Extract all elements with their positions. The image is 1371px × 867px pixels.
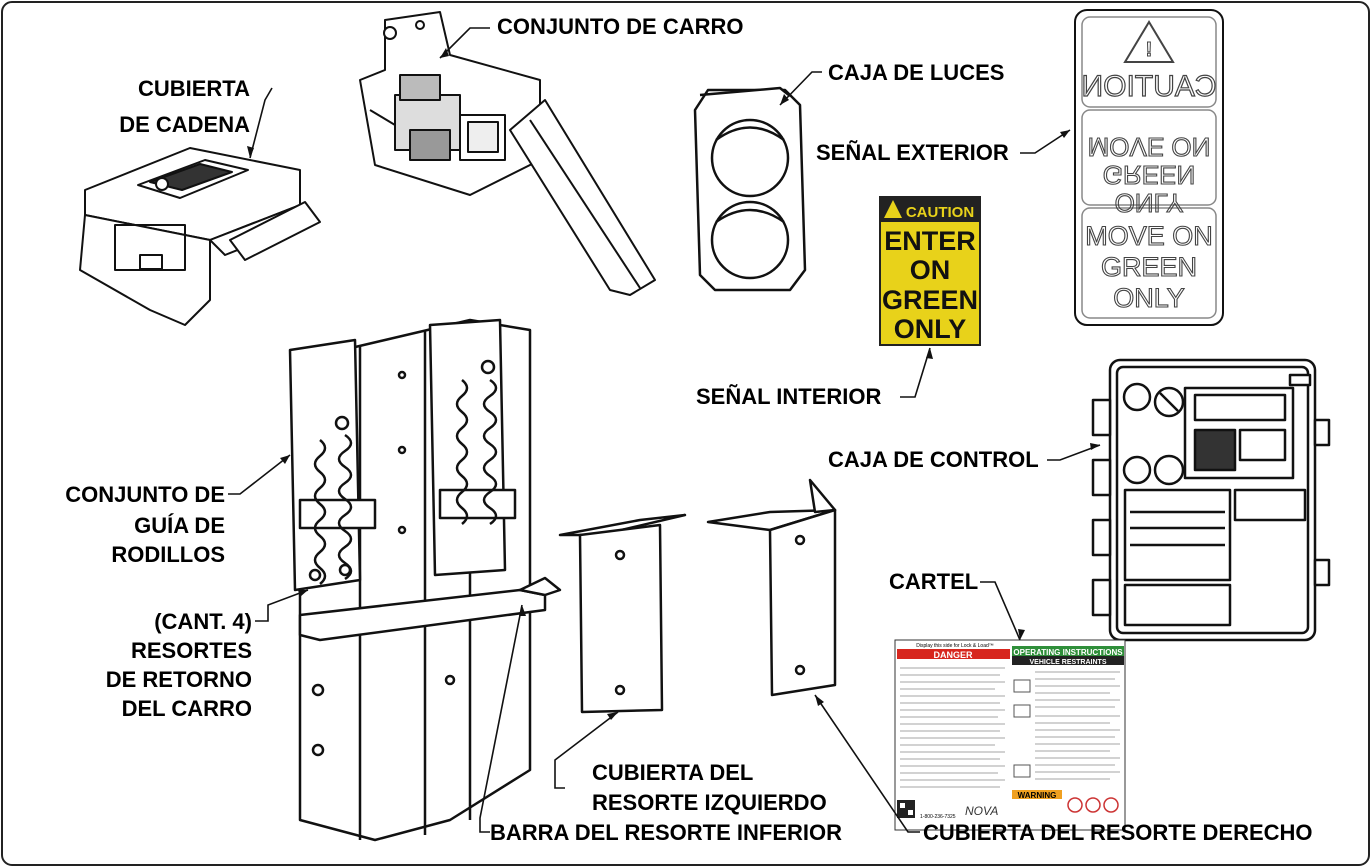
label-caja-de-luces: CAJA DE LUCES <box>828 60 1005 85</box>
chain-cover-drawing <box>79 147 321 326</box>
placard-danger: DANGER <box>933 650 973 660</box>
leader-conjunto-de-carro <box>439 27 490 59</box>
label-resortes-line1: (CANT. 4) <box>154 609 252 634</box>
label-resortes-line3: DE RETORNO <box>105 667 252 692</box>
leader-cubierta-der <box>814 694 920 833</box>
carriage-assembly-drawing <box>359 11 656 296</box>
interior-sign-line-4: ONLY <box>894 314 967 344</box>
placard: Display this side for Lock & Load™ DANGE… <box>894 639 1126 831</box>
leader-caja-de-control <box>1047 444 1101 461</box>
interior-sign-header: CAUTION <box>906 204 974 221</box>
exterior-sign: ! CAUTION MOVE ON GREEN ONLY MOVE ON GRE… <box>1074 9 1224 326</box>
leader-senal-interior <box>900 347 931 398</box>
label-cubierta-izq-line2: RESORTE IZQUIERDO <box>592 790 827 815</box>
exterior-sign-top-text: CAUTION <box>1082 70 1217 103</box>
placard-brand: NOVA <box>965 804 998 818</box>
placard-warning: WARNING <box>1018 791 1057 800</box>
label-conjunto-de-carro: CONJUNTO DE CARRO <box>497 14 744 39</box>
exterior-sign-middle-line-2: GREEN <box>1103 160 1195 190</box>
label-conjunto-guia-line3: RODILLOS <box>111 542 225 567</box>
label-barra-inferior: BARRA DEL RESORTE INFERIOR <box>490 820 843 845</box>
light-box-drawing <box>693 86 807 292</box>
placard-top-note: Display this side for Lock & Load™ <box>916 643 994 649</box>
leader-lines <box>228 27 1101 833</box>
label-conjunto-guia-line2: GUÍA DE <box>134 513 225 538</box>
label-caja-de-control: CAJA DE CONTROL <box>828 447 1039 472</box>
label-cubierta-der: CUBIERTA DEL RESORTE DERECHO <box>923 820 1313 845</box>
label-conjunto-guia-line1: CONJUNTO DE <box>65 482 225 507</box>
leader-arrowheads <box>247 48 1100 720</box>
label-senal-interior: SEÑAL INTERIOR <box>696 384 882 409</box>
exterior-sign-bottom-line-2: GREEN <box>1101 252 1197 282</box>
exterior-sign-middle-line-1: MOVE ON <box>1088 132 1211 162</box>
exterior-sign-middle-line-3: ONLY <box>1115 188 1184 218</box>
label-resortes-line2: RESORTES <box>130 638 252 663</box>
leader-barra-inferior <box>479 604 523 833</box>
control-box-drawing <box>1091 358 1331 642</box>
leader-senal-exterior <box>1020 129 1071 154</box>
interior-sign-line-3: GREEN <box>882 285 978 315</box>
leader-cartel <box>980 581 1021 641</box>
leader-cubierta-izq <box>554 711 619 789</box>
interior-sign-line-1: ENTER <box>884 226 976 256</box>
label-senal-exterior: SEÑAL EXTERIOR <box>816 140 1009 165</box>
svg-text:!: ! <box>1146 39 1153 61</box>
placard-phone: 1-800-236-7325 <box>920 814 956 820</box>
exterior-sign-bottom-line-1: MOVE ON <box>1085 221 1213 251</box>
placard-vehicle: VEHICLE RESTRAINTS <box>1029 659 1106 666</box>
interior-sign-line-2: ON <box>910 255 951 285</box>
roller-guide-drawing <box>288 318 562 842</box>
label-resortes-line4: DEL CARRO <box>121 696 252 721</box>
label-cartel: CARTEL <box>889 569 979 594</box>
label-cubierta-izq-line1: CUBIERTA DEL <box>592 760 754 785</box>
right-spring-cover-drawing <box>706 478 837 697</box>
interior-sign: CAUTION ENTER ON GREEN ONLY <box>879 196 981 346</box>
label-cubierta-de-cadena-line2: DE CADENA <box>119 112 250 137</box>
leader-cubierta-de-cadena <box>249 87 273 159</box>
leader-resortes <box>255 589 309 622</box>
left-spring-cover-drawing <box>558 513 687 714</box>
leader-conjunto-guia <box>228 454 291 495</box>
placard-operating: OPERATING INSTRUCTIONS <box>1013 648 1123 657</box>
leader-caja-de-luces <box>779 71 822 106</box>
exterior-sign-bottom-line-3: ONLY <box>1113 283 1185 313</box>
label-cubierta-de-cadena-line1: CUBIERTA <box>137 76 250 101</box>
